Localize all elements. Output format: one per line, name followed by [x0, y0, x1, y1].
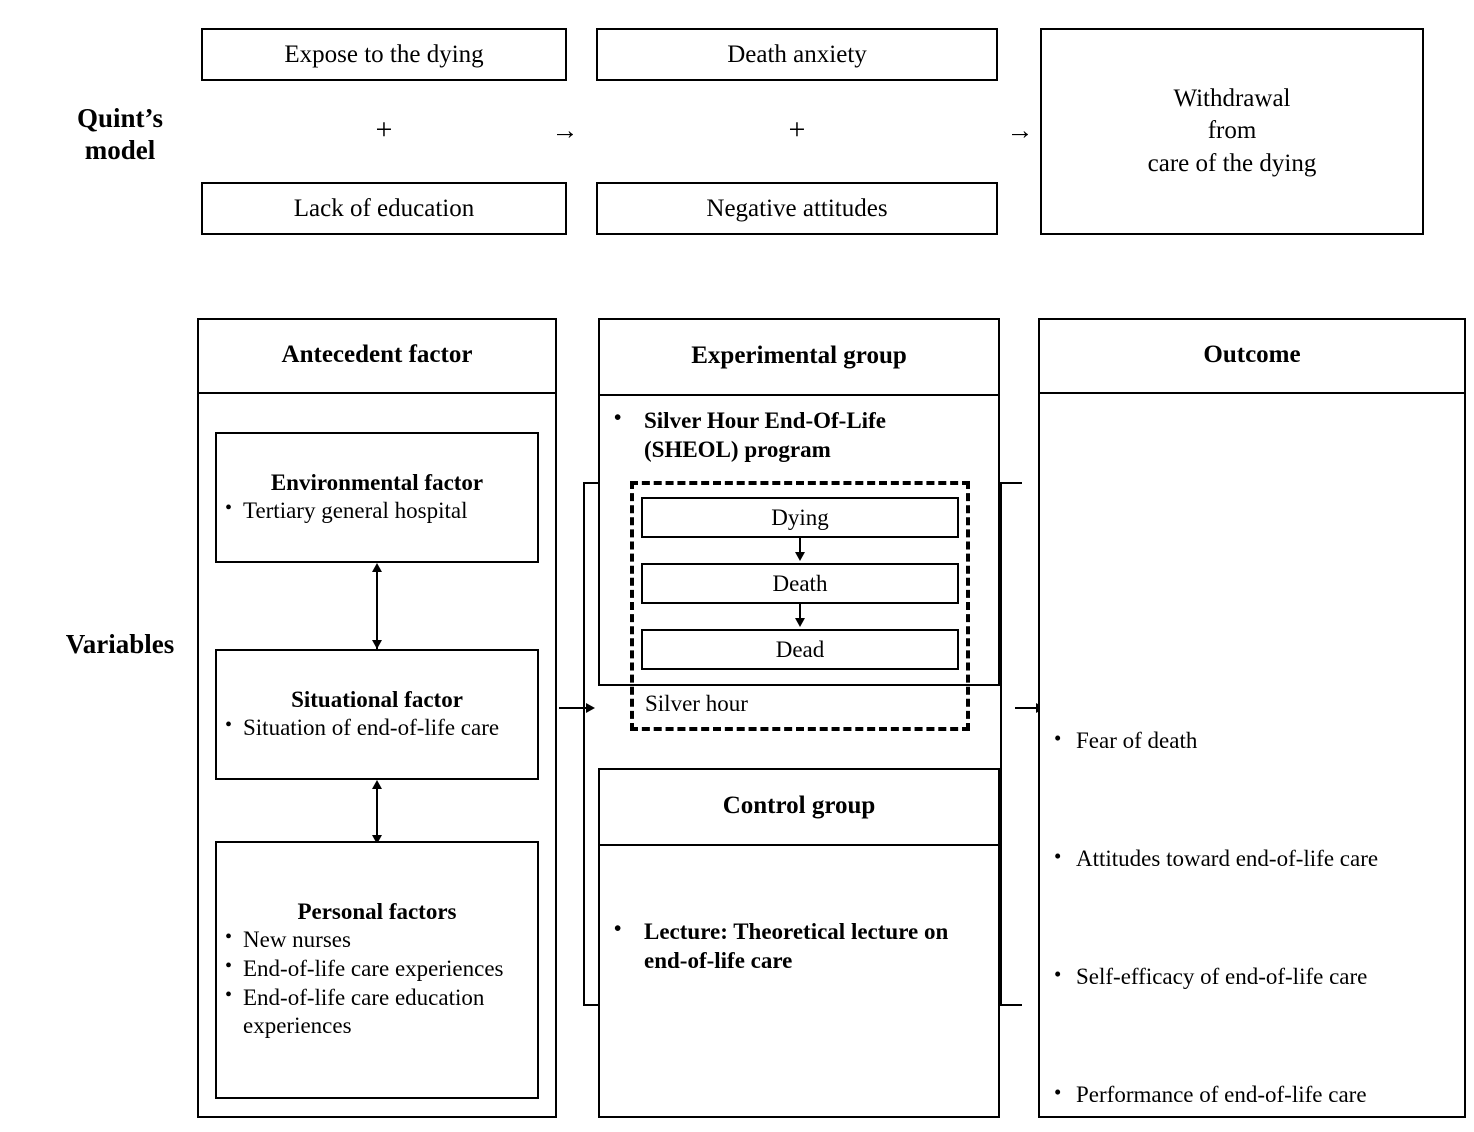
factor-box-environmental: Environmental factor Tertiary general ho…	[215, 432, 539, 563]
connector-dying-death-line	[799, 538, 801, 556]
control-header-label: Control group	[722, 792, 876, 819]
antecedent-header-label: Antecedent factor	[281, 341, 473, 368]
quint-box-negative-attitudes-label: Negative attitudes	[706, 194, 888, 222]
control-header: Control group	[598, 768, 1000, 846]
plus-symbol-2: +	[788, 113, 806, 146]
list-item: End-of-life care education	[217, 983, 537, 1013]
list-item: End-of-life care experiences	[217, 954, 537, 984]
row-label-variables-text: Variables	[65, 629, 175, 660]
outcome-item-attitudes: Attitudes toward end-of-life care	[1046, 844, 1458, 872]
quint-box-death-anxiety-label: Death anxiety	[727, 40, 867, 68]
quint-box-expose-label: Expose to the dying	[284, 40, 484, 68]
silver-hour-text: Silver hour	[645, 691, 748, 716]
stage-box-dying: Dying	[641, 497, 959, 538]
arrow-symbol-2: →	[1006, 114, 1034, 145]
personal-factors-title: Personal factors	[297, 898, 457, 924]
row-label-quint-line2: model	[84, 135, 156, 165]
environmental-factor-list: Tertiary general hospital	[217, 496, 537, 526]
outcome-item-label: Performance of end-of-life care	[1076, 1081, 1367, 1107]
quint-box-withdrawal-line2: from	[1207, 117, 1257, 145]
experimental-header: Experimental group	[598, 318, 1000, 396]
outcome-item-fear-of-death: Fear of death	[1046, 726, 1458, 754]
experimental-program-line1: Silver Hour End-Of-Life	[644, 408, 886, 433]
quint-box-negative-attitudes: Negative attitudes	[596, 182, 998, 235]
quint-box-lack-education-label: Lack of education	[293, 194, 475, 222]
outcome-header-label: Outcome	[1203, 341, 1301, 368]
connector-bracket-right-stem	[1015, 707, 1047, 709]
connector-death-dead-line	[799, 604, 801, 622]
connector-death-dead-arrowhead	[795, 618, 805, 627]
situational-factor-list: Situation of end-of-life care	[217, 713, 537, 743]
connector-bracket-right	[1000, 482, 1022, 1006]
quint-box-withdrawal-line3: care of the dying	[1147, 149, 1317, 177]
list-item-continuation: experiences	[243, 1013, 352, 1039]
quint-box-expose-to-dying: Expose to the dying	[201, 28, 567, 81]
list-item: Tertiary general hospital	[217, 496, 537, 526]
quint-operator-arrow-1: →	[535, 105, 595, 155]
quint-operator-plus-1: +	[341, 105, 427, 155]
stage-label-death: Death	[772, 570, 828, 596]
quint-box-lack-of-education: Lack of education	[201, 182, 567, 235]
quint-operator-arrow-2: →	[1000, 105, 1040, 155]
experimental-header-label: Experimental group	[691, 342, 907, 369]
quint-operator-plus-2: +	[754, 105, 840, 155]
stage-label-dead: Dead	[775, 636, 825, 662]
connector-bracket-left-arrowhead	[586, 703, 595, 713]
connector-situational-personal-arrowhead-down	[372, 835, 382, 844]
connector-environmental-situational-line	[376, 565, 378, 649]
outcome-header: Outcome	[1038, 318, 1466, 394]
environmental-factor-title: Environmental factor	[270, 469, 484, 495]
plus-symbol-1: +	[375, 113, 393, 146]
connector-situational-personal-line	[376, 782, 378, 844]
arrow-symbol-1: →	[551, 114, 579, 145]
connector-dying-death-arrowhead	[795, 552, 805, 561]
antecedent-header: Antecedent factor	[197, 318, 557, 394]
outcome-item-performance: Performance of end-of-life care	[1046, 1080, 1458, 1108]
personal-factors-list: New nurses End-of-life care experiences …	[217, 925, 537, 1042]
row-label-quint-line1: Quint’s	[76, 103, 164, 134]
control-program-line2: end-of-life care	[644, 948, 793, 974]
stage-label-dying: Dying	[771, 504, 829, 530]
row-label-quint-model: Quint’s model	[40, 95, 200, 175]
connector-situational-personal-arrowhead-up	[372, 780, 382, 789]
experimental-program-line2: (SHEOL) program	[644, 437, 831, 463]
control-program-label: Lecture: Theoretical lecture on end-of-l…	[600, 915, 1000, 976]
stage-box-death: Death	[641, 563, 959, 604]
situational-factor-title: Situational factor	[291, 686, 463, 712]
outcome-item-self-efficacy: Self-efficacy of end-of-life care	[1046, 962, 1458, 990]
stage-box-dead: Dead	[641, 629, 959, 670]
experimental-program-label: Silver Hour End-Of-Life (SHEOL) program	[600, 404, 1000, 465]
column-outcome	[1038, 318, 1466, 1118]
list-item: New nurses	[217, 925, 537, 955]
list-item: Situation of end-of-life care	[217, 713, 537, 743]
outcome-item-label: Attitudes toward end-of-life care	[1076, 845, 1379, 871]
silver-hour-dashed-container	[630, 481, 970, 731]
connector-environmental-situational-arrowhead-down	[372, 640, 382, 649]
row-label-variables: Variables	[40, 625, 200, 665]
factor-box-personal: Personal factors New nurses End-of-life …	[215, 841, 539, 1099]
connector-bracket-left	[583, 482, 605, 1006]
connector-environmental-situational-arrowhead-up	[372, 563, 382, 572]
quint-box-death-anxiety: Death anxiety	[596, 28, 998, 81]
outcome-item-label: Self-efficacy of end-of-life care	[1076, 963, 1368, 989]
control-program-line1: Lecture: Theoretical lecture on	[644, 918, 949, 944]
quint-box-withdrawal-line1: Withdrawal	[1173, 84, 1291, 112]
factor-box-situational: Situational factor Situation of end-of-l…	[215, 649, 539, 780]
outcome-item-label: Fear of death	[1076, 727, 1198, 753]
connector-bracket-left-stem	[559, 707, 591, 709]
silver-hour-label: Silver hour	[645, 691, 895, 717]
quint-box-withdrawal: Withdrawal from care of the dying	[1040, 28, 1424, 235]
